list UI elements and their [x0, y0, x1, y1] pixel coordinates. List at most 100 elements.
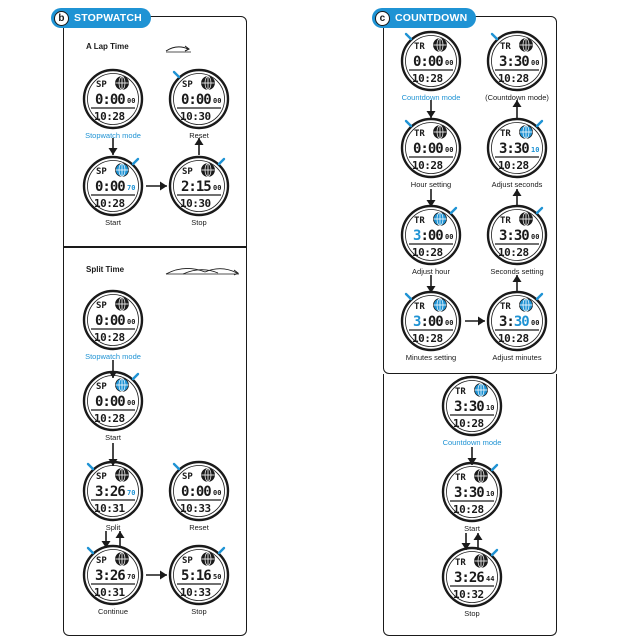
- watch-caption: Hour setting: [410, 180, 452, 189]
- watch-main-digits: 3:30: [499, 228, 529, 244]
- watch-time-digits: 10:28: [412, 159, 443, 172]
- watch-sub-digits: 00: [213, 184, 221, 192]
- watch-caption: Start: [464, 524, 480, 533]
- watch-caption: (Countdown mode): [485, 93, 549, 102]
- gear-icon: [115, 297, 129, 311]
- stopwatch-panel: [63, 16, 247, 636]
- watch-mode-label: SP: [96, 556, 107, 566]
- lap-time-title: A Lap Time: [86, 42, 129, 51]
- watch-main-digits: 0:00: [413, 54, 443, 70]
- watch-mode-label: TR: [500, 42, 511, 52]
- watch-mode-label: SP: [182, 556, 193, 566]
- globe-icon: [474, 383, 488, 397]
- watch-time-digits: 10:31: [94, 502, 125, 515]
- watch-time-digits: 10:33: [180, 502, 211, 515]
- watch-main-digits: 0:00: [413, 141, 443, 157]
- badge-label-stopwatch: STOPWATCH: [74, 12, 142, 24]
- watch-sub-digits: 00: [531, 233, 539, 241]
- watch-caption: Reset: [189, 523, 209, 532]
- globe-icon: [433, 298, 447, 312]
- gear-icon: [201, 468, 215, 482]
- watch-sub-digits: 00: [213, 97, 221, 105]
- watch-time-digits: 10:28: [412, 72, 443, 85]
- watch-time-digits: 10:28: [412, 246, 443, 259]
- watch-sub-digits: 00: [127, 399, 135, 407]
- watch-main-digits: 0:00: [181, 484, 211, 500]
- watch-time-digits: 10:28: [412, 332, 443, 345]
- watch-caption: Adjust seconds: [491, 180, 543, 189]
- badge-letter-c: c: [375, 10, 390, 26]
- watch-sub-digits: 00: [127, 97, 135, 105]
- globe-icon: [433, 212, 447, 226]
- watch-mode-label: SP: [96, 472, 107, 482]
- watch-mode-label: TR: [414, 42, 425, 52]
- watch-main-digits: 3:00: [413, 228, 443, 244]
- gear-icon: [115, 76, 129, 90]
- watch-time-digits: 10:28: [453, 503, 484, 516]
- watch-caption: Stopwatch mode: [85, 352, 141, 361]
- gear-icon: [519, 212, 533, 226]
- badge-label-countdown: COUNTDOWN: [395, 12, 468, 24]
- watch-sub-digits: 10: [486, 490, 494, 498]
- gear-icon: [474, 554, 488, 568]
- gear-icon: [115, 468, 129, 482]
- watch-caption: Split: [105, 523, 121, 532]
- watch-mode-label: SP: [96, 382, 107, 392]
- watch-caption: Minutes setting: [405, 353, 457, 362]
- watch-mode-label: TR: [455, 558, 466, 568]
- gear-icon: [519, 38, 533, 52]
- watch-main-digits: 0:00: [95, 394, 125, 410]
- watch-mode-label: TR: [414, 216, 425, 226]
- watch-main-digits: 0:00: [95, 92, 125, 108]
- watch-mode-label: SP: [96, 301, 107, 311]
- watch-caption: Start: [105, 218, 121, 227]
- watch-main-digits: 0:00: [95, 313, 125, 329]
- watch-main-digits: 3:26: [454, 570, 484, 586]
- watch-caption: Seconds setting: [490, 267, 544, 276]
- watch-time-digits: 10:30: [180, 197, 211, 210]
- watch-mode-label: TR: [414, 129, 425, 139]
- watch-sub-digits: 44: [486, 575, 494, 583]
- watch-caption: Stop: [191, 607, 207, 616]
- watch-time-digits: 10:28: [94, 412, 125, 425]
- watch-sub-digits: 00: [531, 319, 539, 327]
- watch-time-digits: 10:33: [180, 586, 211, 599]
- watch-main-digits: 2:15: [181, 179, 211, 195]
- watch-caption: Adjust hour: [412, 267, 450, 276]
- watch-sub-digits: 70: [127, 184, 135, 192]
- watch-mode-label: TR: [500, 302, 511, 312]
- watch-caption: Start: [105, 433, 121, 442]
- watch-mode-label: SP: [182, 472, 193, 482]
- gear-icon: [201, 163, 215, 177]
- countdown-run-panel: [383, 374, 557, 636]
- watch-mode-label: TR: [455, 473, 466, 483]
- globe-icon: [115, 378, 129, 392]
- watch-sub-digits: 00: [531, 59, 539, 67]
- watch-sub-digits: 00: [445, 233, 453, 241]
- watch-main-digits: 0:00: [181, 92, 211, 108]
